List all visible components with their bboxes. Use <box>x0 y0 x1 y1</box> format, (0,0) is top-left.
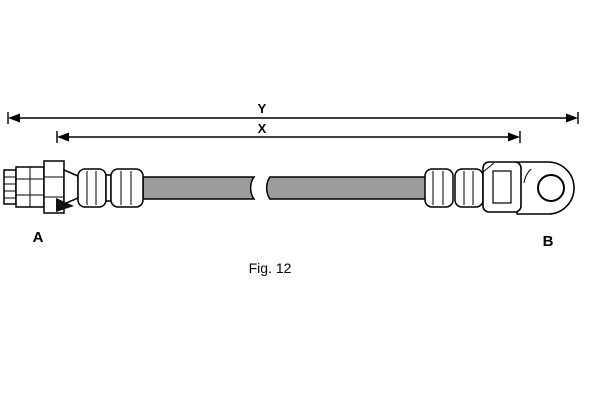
fitting-a-dark-wedge <box>56 198 74 212</box>
left-crimp-collar <box>77 168 144 208</box>
right-collar-segment-2 <box>454 168 484 208</box>
right-collar-segment-1 <box>424 168 454 208</box>
end-a-label: A <box>33 229 44 246</box>
fitting-b-eye-hole <box>537 174 565 202</box>
fitting-b-plate-arc <box>523 168 532 184</box>
dimension-x-label: X <box>258 121 267 136</box>
dim-y-arrow-left <box>8 113 20 123</box>
fitting-a-taper <box>63 168 79 206</box>
fitting-a-ribbed-cap <box>3 169 17 205</box>
dimension-line-y <box>7 112 579 124</box>
right-crimp-collar <box>424 168 484 208</box>
fitting-a <box>3 160 79 214</box>
fitting-b-bracket-window <box>492 170 512 204</box>
left-collar-segment-1 <box>77 168 107 208</box>
hose-left-segment <box>142 176 256 200</box>
hose-body <box>142 176 427 200</box>
end-b-label: B <box>543 233 554 250</box>
dimension-y-label: Y <box>258 101 267 116</box>
dim-x-arrow-right <box>508 132 520 142</box>
fitting-b <box>482 161 575 215</box>
dimension-line-x <box>56 131 521 143</box>
fitting-b-bracket-chamfer <box>482 162 495 173</box>
dim-y-arrow-right <box>566 113 578 123</box>
left-collar-segment-2 <box>110 168 144 208</box>
figure-caption: Fig. 12 <box>249 260 292 276</box>
hose-right-segment <box>265 176 427 200</box>
dim-x-arrow-left <box>57 132 69 142</box>
